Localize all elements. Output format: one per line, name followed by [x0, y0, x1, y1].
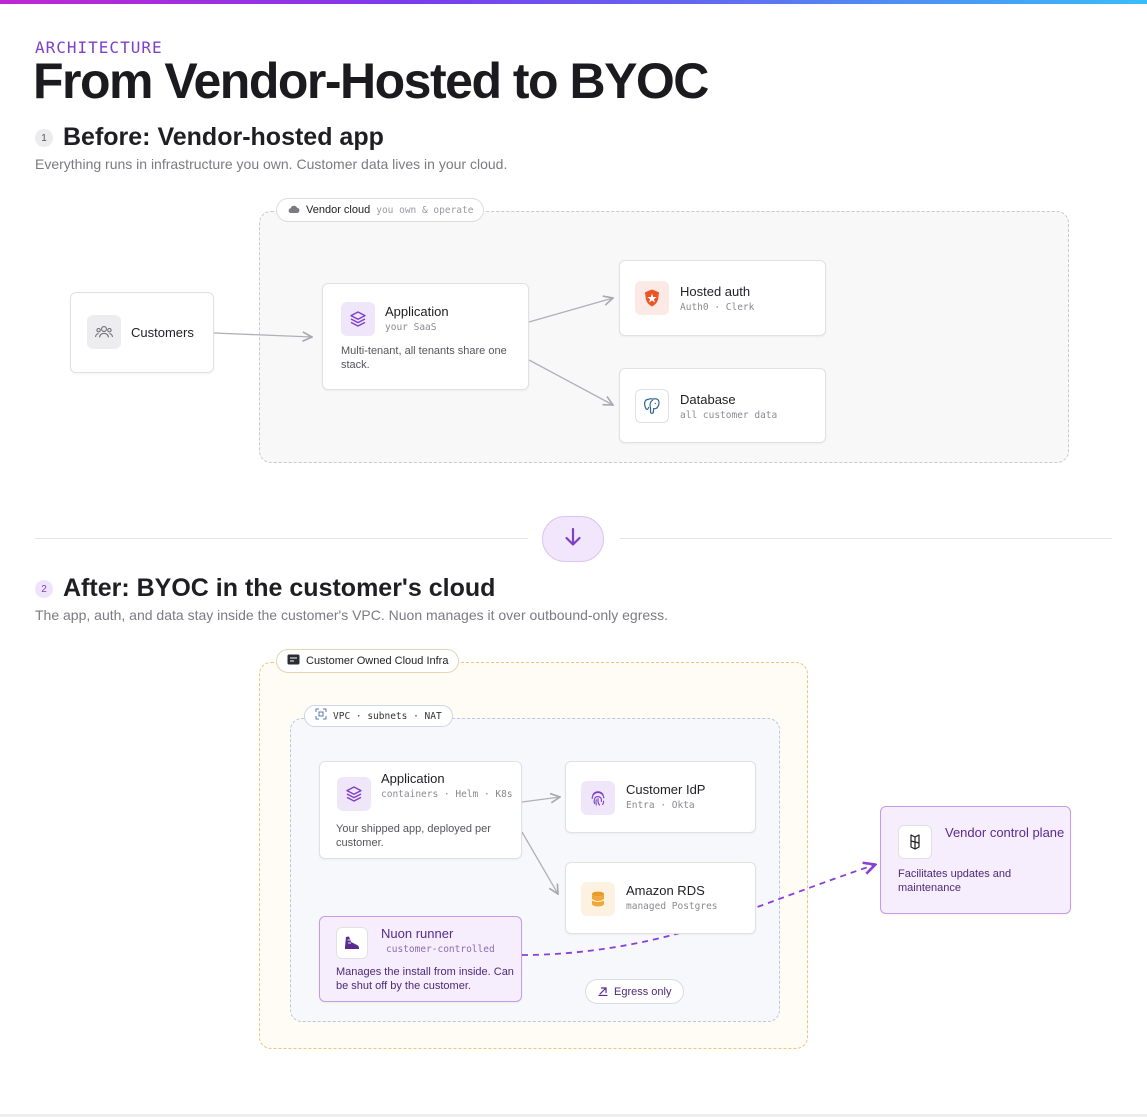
- server-icon: [287, 652, 300, 670]
- step-number-1: 1: [35, 129, 53, 147]
- database-title: Database: [680, 392, 736, 407]
- customer-idp-title: Customer IdP: [626, 782, 706, 797]
- amazon-rds-card: Amazon RDS managed Postgres: [565, 862, 756, 934]
- after-section-title: After: BYOC in the customer's cloud: [63, 574, 496, 602]
- vendor-cloud-sublabel: you own & operate: [376, 204, 474, 216]
- egress-only-pill: Egress only: [585, 979, 685, 1004]
- nuon-runner-card: Nuon runner customer-controlled Manages …: [319, 916, 522, 1002]
- customers-title: Customers: [131, 325, 194, 340]
- postgres-elephant-icon: [635, 389, 669, 423]
- layers-icon: [337, 777, 371, 811]
- nuon-runner-description: Manages the install from inside. Can be …: [336, 966, 514, 992]
- after-section-description: The app, auth, and data stay inside the …: [35, 607, 669, 623]
- hosted-auth-title: Hosted auth: [680, 284, 751, 299]
- arrow-up-right-icon: [598, 983, 608, 1001]
- customer-idp-subtitle: Entra · Okta: [626, 800, 695, 811]
- vpc-icon: [315, 707, 327, 725]
- layers-icon: [341, 302, 375, 336]
- vendor-control-plane-description: Facilitates updates and maintenance: [898, 868, 1012, 894]
- hosted-auth-subtitle: Auth0 · Clerk: [680, 302, 755, 313]
- before-section-title: Before: Vendor-hosted app: [63, 123, 384, 151]
- vpc-pill: VPC · subnets · NAT: [304, 705, 453, 727]
- fingerprint-icon: [581, 781, 615, 815]
- application-to-auth-arrow: [528, 298, 613, 323]
- byoc-application-description: Your shipped app, deployed per customer.: [336, 823, 491, 849]
- customer-cloud-label: Customer Owned Cloud Infra: [306, 655, 449, 667]
- top-gradient-bar: [0, 0, 1147, 4]
- vendor-cloud-pill: Vendor cloud you own & operate: [276, 198, 485, 222]
- application-to-idp-arrow: [521, 797, 560, 802]
- eyebrow-label: ARCHITECTURE: [35, 38, 163, 57]
- database-cylinder-icon: [581, 882, 615, 916]
- before-connectors: [213, 0, 1147, 520]
- application-description: Multi-tenant, all tenants share one stac…: [341, 345, 507, 371]
- byoc-application-title: Application: [381, 771, 445, 786]
- amazon-rds-subtitle: managed Postgres: [626, 901, 718, 912]
- auth0-shield-icon: [635, 281, 669, 315]
- application-to-rds-arrow: [521, 831, 558, 894]
- customer-cloud-pill: Customer Owned Cloud Infra: [276, 649, 460, 673]
- vendor-cloud-label: Vendor cloud: [306, 204, 371, 216]
- application-title: Application: [385, 304, 449, 319]
- transition-arrow-button: [542, 516, 604, 562]
- byoc-application-subtitle: containers · Helm · K8s: [381, 789, 513, 800]
- database-subtitle: all customer data: [680, 410, 778, 421]
- customer-idp-card: Customer IdP Entra · Okta: [565, 761, 756, 833]
- nuon-runner-title: Nuon runner: [381, 926, 454, 941]
- page-title: From Vendor-Hosted to BYOC: [33, 53, 709, 109]
- step-number-2: 2: [35, 580, 53, 598]
- customers-to-application-arrow: [213, 333, 312, 337]
- egress-only-label: Egress only: [614, 985, 672, 998]
- amazon-rds-title: Amazon RDS: [626, 883, 705, 898]
- cloud-icon: [287, 201, 300, 219]
- divider-right: [620, 538, 1112, 539]
- users-icon: [87, 315, 121, 349]
- hosted-auth-card: Hosted auth Auth0 · Clerk: [619, 260, 826, 336]
- bottom-border: [0, 1114, 1147, 1117]
- nuon-logo-icon: [898, 825, 932, 859]
- vpc-label: VPC · subnets · NAT: [333, 710, 442, 722]
- vendor-control-plane-card: Vendor control plane Facilitates updates…: [880, 806, 1071, 914]
- byoc-application-card: Application containers · Helm · K8s Your…: [319, 761, 522, 859]
- nuon-runner-subtitle: customer-controlled: [386, 944, 495, 955]
- application-to-database-arrow: [528, 359, 613, 405]
- database-card: Database all customer data: [619, 368, 826, 443]
- before-section-description: Everything runs in infrastructure you ow…: [35, 156, 508, 172]
- arrow-down-icon: [562, 526, 584, 553]
- runner-shoe-icon: [336, 927, 368, 959]
- divider-left: [35, 538, 528, 539]
- vendor-control-plane-title: Vendor control plane: [945, 825, 1065, 840]
- application-card: Application your SaaS Multi-tenant, all …: [322, 283, 529, 390]
- customers-card: Customers: [70, 292, 214, 373]
- application-subtitle: your SaaS: [385, 322, 437, 333]
